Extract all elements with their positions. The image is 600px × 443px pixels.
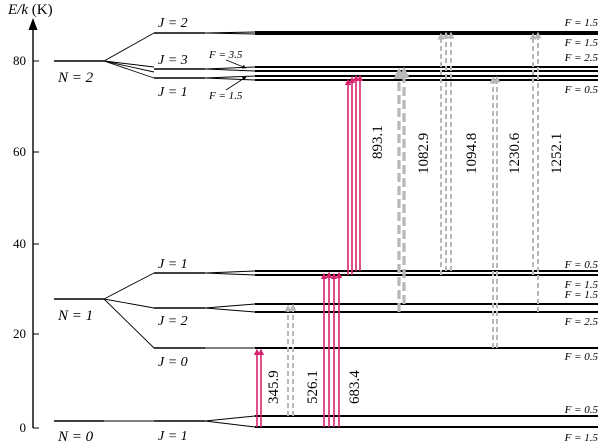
dashed-transitions	[284, 31, 542, 416]
label-1252-1: 1252.1	[549, 133, 565, 174]
solid-transitions	[253, 74, 364, 427]
energy-axis: E/k (K) 0 20 40 60 80	[7, 2, 53, 435]
tick-label-60: 60	[13, 144, 26, 159]
tick-label-80: 80	[13, 53, 26, 68]
label-n2j1-f05: F = 0.5	[564, 84, 599, 96]
axis-label-rest: /k	[16, 2, 28, 18]
label-n0: N = 0	[57, 429, 94, 443]
f-callouts: F = 3.5 F = 1.5	[208, 49, 247, 102]
axis-label-symbol: E	[7, 2, 17, 18]
hf-conn-n1j1-f05	[204, 270, 256, 274]
axis-label: E/k (K)	[7, 2, 53, 18]
label-n2j1-f15: F = 1.5	[208, 90, 243, 102]
label-n2-j1: J = 1	[158, 85, 188, 100]
hf-conn-n2j1-f05	[204, 77, 256, 81]
tick-label-40: 40	[13, 236, 26, 251]
axis-tick-labels: 0 20 40 60 80	[13, 53, 26, 435]
label-526-1: 526.1	[305, 370, 321, 404]
hf-conn-n1j1-f15	[204, 272, 256, 276]
label-893-1: 893.1	[370, 125, 386, 159]
axis-arrowhead	[28, 18, 38, 30]
axis-label-unit: (K)	[28, 2, 53, 18]
connector-n1-j1	[103, 272, 155, 300]
label-n0-j1: J = 1	[158, 429, 188, 443]
hf-conn-n2j2-f25	[204, 32, 256, 35]
label-n0-f15: F = 1.5	[564, 432, 599, 443]
label-1082-9: 1082.9	[416, 133, 432, 174]
label-n1: N = 1	[57, 308, 93, 324]
label-n2j2-f15: F = 1.5	[564, 37, 599, 49]
transition-labels: 345.9 526.1 683.4 893.1 1082.9 1094.8 12…	[266, 125, 565, 404]
label-n1j1-f05: F = 0.5	[564, 259, 599, 271]
label-n0-f05: F = 0.5	[564, 404, 599, 416]
label-n1j0-f05: F = 0.5	[564, 351, 599, 363]
axis-ticks	[33, 60, 39, 429]
label-n1-j0: J = 0	[158, 355, 188, 370]
connector-n1-j2	[103, 298, 155, 309]
n-labels: N = 0 N = 1 N = 2	[57, 70, 94, 443]
connector-n2-j3b	[103, 60, 155, 73]
j-labels: J = 1 J = 0 J = 2 J = 1 J = 1 J = 3 J = …	[158, 16, 188, 443]
level-connectors	[103, 32, 155, 422]
hf-conn-n1j2-f15	[204, 303, 256, 309]
label-n2j3-f35: F = 3.5	[208, 49, 243, 61]
label-n2-j2: J = 2	[158, 16, 188, 31]
n-levels	[54, 60, 104, 422]
pointer-f15	[225, 76, 247, 91]
f-labels-right: F = 1.5 F = 0.5 F = 0.5 F = 2.5 F = 1.5 …	[564, 17, 599, 443]
hf-conn-n2j3-f25	[204, 68, 256, 72]
label-683-4: 683.4	[347, 370, 363, 404]
label-n2j2-f15-top: F = 1.5	[564, 17, 599, 29]
hf-conn-n1j2-f25	[204, 307, 256, 313]
tick-label-20: 20	[13, 326, 26, 341]
label-n1j1-f15: F = 1.5	[564, 279, 599, 291]
label-n1j2-f25: F = 2.5	[564, 316, 599, 328]
hf-conn-n2j3-f35	[204, 66, 256, 70]
label-n2: N = 2	[57, 70, 94, 86]
connector-n2-j2	[103, 32, 155, 62]
tick-label-0: 0	[20, 420, 27, 435]
hf-conn-n0-f15	[204, 420, 256, 428]
label-1094-8: 1094.8	[464, 133, 480, 174]
label-1230-6: 1230.6	[507, 132, 523, 174]
pointer-f35	[225, 59, 247, 69]
label-n2j2-f25: F = 2.5	[564, 52, 599, 64]
j-stubs	[154, 32, 205, 422]
label-345-9: 345.9	[266, 370, 282, 404]
connector-n2-j1	[103, 60, 155, 79]
hyperfine-connectors	[204, 31, 256, 428]
hf-conn-n2j1-f15	[204, 75, 256, 79]
hf-conn-n0-f05	[204, 415, 256, 422]
label-n2-j3: J = 3	[158, 53, 188, 68]
label-n1j2-f15: F = 1.5	[564, 289, 599, 301]
hyperfine-levels	[255, 31, 598, 428]
label-n1-j2: J = 2	[158, 314, 188, 329]
connector-n1-j0	[103, 298, 155, 349]
connector-n2-j3	[103, 60, 155, 68]
label-n1-j1: J = 1	[158, 257, 188, 272]
